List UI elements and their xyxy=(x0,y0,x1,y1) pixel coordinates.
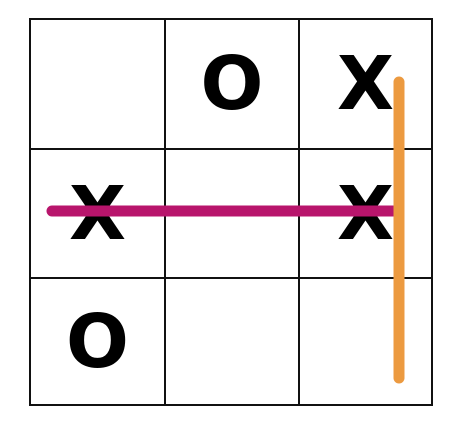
cell-2-2[interactable] xyxy=(166,150,298,277)
cell-3-3[interactable] xyxy=(300,279,431,404)
grid-line-horizontal-2 xyxy=(31,277,431,279)
cell-3-1[interactable]: O xyxy=(66,298,129,385)
game-board: O X X X O xyxy=(29,18,433,406)
cell-1-3[interactable]: X xyxy=(336,41,395,127)
cell-1-2[interactable]: O xyxy=(200,41,264,127)
cell-3-2[interactable] xyxy=(166,279,298,404)
cell-2-1[interactable]: X xyxy=(68,170,127,257)
grid-line-horizontal-1 xyxy=(31,148,431,150)
cell-2-3[interactable]: X xyxy=(336,170,395,257)
cell-1-1[interactable] xyxy=(31,20,164,148)
